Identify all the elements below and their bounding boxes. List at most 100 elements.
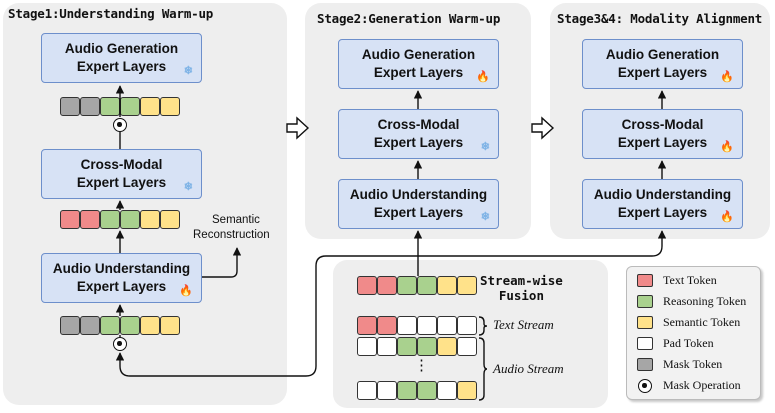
stage1-cross-modal-expert: Cross-Modal Expert Layers ❄ [41,149,202,199]
expert-subtitle: Expert Layers [373,65,464,80]
semantic-token [140,97,160,116]
expert-title: Audio Generation [361,47,476,62]
fusion-title-line1: Stream-wise [480,273,563,288]
expert-title: Audio Generation [605,47,720,62]
pad-token [437,381,457,400]
expert-subtitle: Expert Layers [76,59,167,74]
snowflake-icon: ❄ [480,141,490,153]
text-stream-brace [478,316,488,336]
pad-token [457,337,477,356]
audio-stream-ellipsis: ⋮ [414,357,429,374]
legend-swatch-pad [637,337,653,350]
pad-token [437,316,457,335]
reasoning-token [100,316,120,335]
stage34-cross-modal-expert: Cross-Modal Expert Layers 🔥 [582,109,743,159]
legend-mask-operation-icon [638,379,652,393]
mask-operation-icon [113,118,127,132]
expert-subtitle: Expert Layers [373,205,464,220]
stage2-title: Stage2:Generation Warm-up [317,11,501,26]
pad-token [357,337,377,356]
semantic-token [160,97,180,116]
snowflake-icon: ❄ [480,211,490,223]
reasoning-token [100,210,120,229]
expert-title: Audio Understanding [593,187,732,202]
expert-title: Audio Understanding [52,261,191,276]
stage2-cross-modal-expert: Cross-Modal Expert Layers ❄ [338,109,499,159]
mask-token [80,97,100,116]
mask-token [80,316,100,335]
fire-icon: 🔥 [476,71,490,83]
fire-icon: 🔥 [720,141,734,153]
stage2-audio-generation-expert: Audio Generation Expert Layers 🔥 [338,39,499,89]
stage1-audio-understanding-expert: Audio Understanding Expert Layers 🔥 [41,253,202,303]
text-token [377,276,397,295]
expert-subtitle: Expert Layers [76,279,167,294]
stage34-title: Stage3&4: Modality Alignment [557,11,763,26]
semantic-token [140,210,160,229]
legend-swatch-mask [637,358,653,371]
snowflake-icon: ❄ [183,181,193,193]
legend-text-token: Text Token [663,273,717,287]
legend-swatch-reasoning [637,295,653,308]
audio-stream-brace [478,337,488,401]
reconstruction-label: Reconstruction [193,229,270,241]
mask-token [60,316,80,335]
reasoning-token [417,276,437,295]
expert-title: Cross-Modal [621,117,704,132]
legend-swatch-text [637,274,653,287]
arrow-fusion-to-stage1 [115,255,418,377]
semantic-token [437,337,457,356]
arrow-semantic-reconstruction [202,247,242,278]
semantic-token [437,276,457,295]
legend-mask-operation: Mask Operation [663,378,741,392]
reasoning-token [120,316,140,335]
snowflake-icon: ❄ [183,65,193,77]
hollow-right-arrow-icon [286,116,310,140]
expert-title: Audio Generation [64,41,179,56]
text-token [80,210,100,229]
mask-token [60,97,80,116]
legend-pad-token: Pad Token [663,336,714,350]
fire-icon: 🔥 [720,71,734,83]
reasoning-token [397,381,417,400]
legend-semantic-token: Semantic Token [663,315,741,329]
text-token [377,316,397,335]
hollow-right-arrow-icon [531,116,555,140]
arrow-fusion-to-stage34 [418,230,667,257]
semantic-token [160,210,180,229]
stage1-audio-generation-expert: Audio Generation Expert Layers ❄ [41,33,202,83]
reasoning-token [417,337,437,356]
semantic-token [160,316,180,335]
semantic-token [457,381,477,400]
pad-token [417,316,437,335]
expert-subtitle: Expert Layers [617,65,708,80]
expert-title: Audio Understanding [349,187,488,202]
legend-mask-token: Mask Token [663,357,723,371]
pad-token [357,381,377,400]
fusion-title: Stream-wise Fusion [480,273,563,303]
stage2-audio-understanding-expert: Audio Understanding Expert Layers ❄ [338,179,499,229]
semantic-token [457,276,477,295]
stage34-audio-understanding-expert: Audio Understanding Expert Layers 🔥 [582,179,743,229]
fire-icon: 🔥 [179,285,193,297]
expert-subtitle: Expert Layers [76,175,167,190]
expert-subtitle: Expert Layers [373,135,464,150]
pad-token [377,337,397,356]
text-token [357,276,377,295]
legend-reasoning-token: Reasoning Token [663,294,747,308]
legend: Text Token Reasoning Token Semantic Toke… [626,266,761,400]
text-stream-label: Text Stream [493,317,554,332]
pad-token [397,316,417,335]
reasoning-token [397,276,417,295]
mask-operation-icon [113,337,127,351]
reasoning-token [120,210,140,229]
stage1-title: Stage1:Understanding Warm-up [8,6,214,21]
pad-token [457,316,477,335]
expert-subtitle: Expert Layers [617,205,708,220]
expert-title: Cross-Modal [80,157,163,172]
text-token [357,316,377,335]
expert-title: Cross-Modal [377,117,460,132]
reasoning-token [397,337,417,356]
stage34-audio-generation-expert: Audio Generation Expert Layers 🔥 [582,39,743,89]
